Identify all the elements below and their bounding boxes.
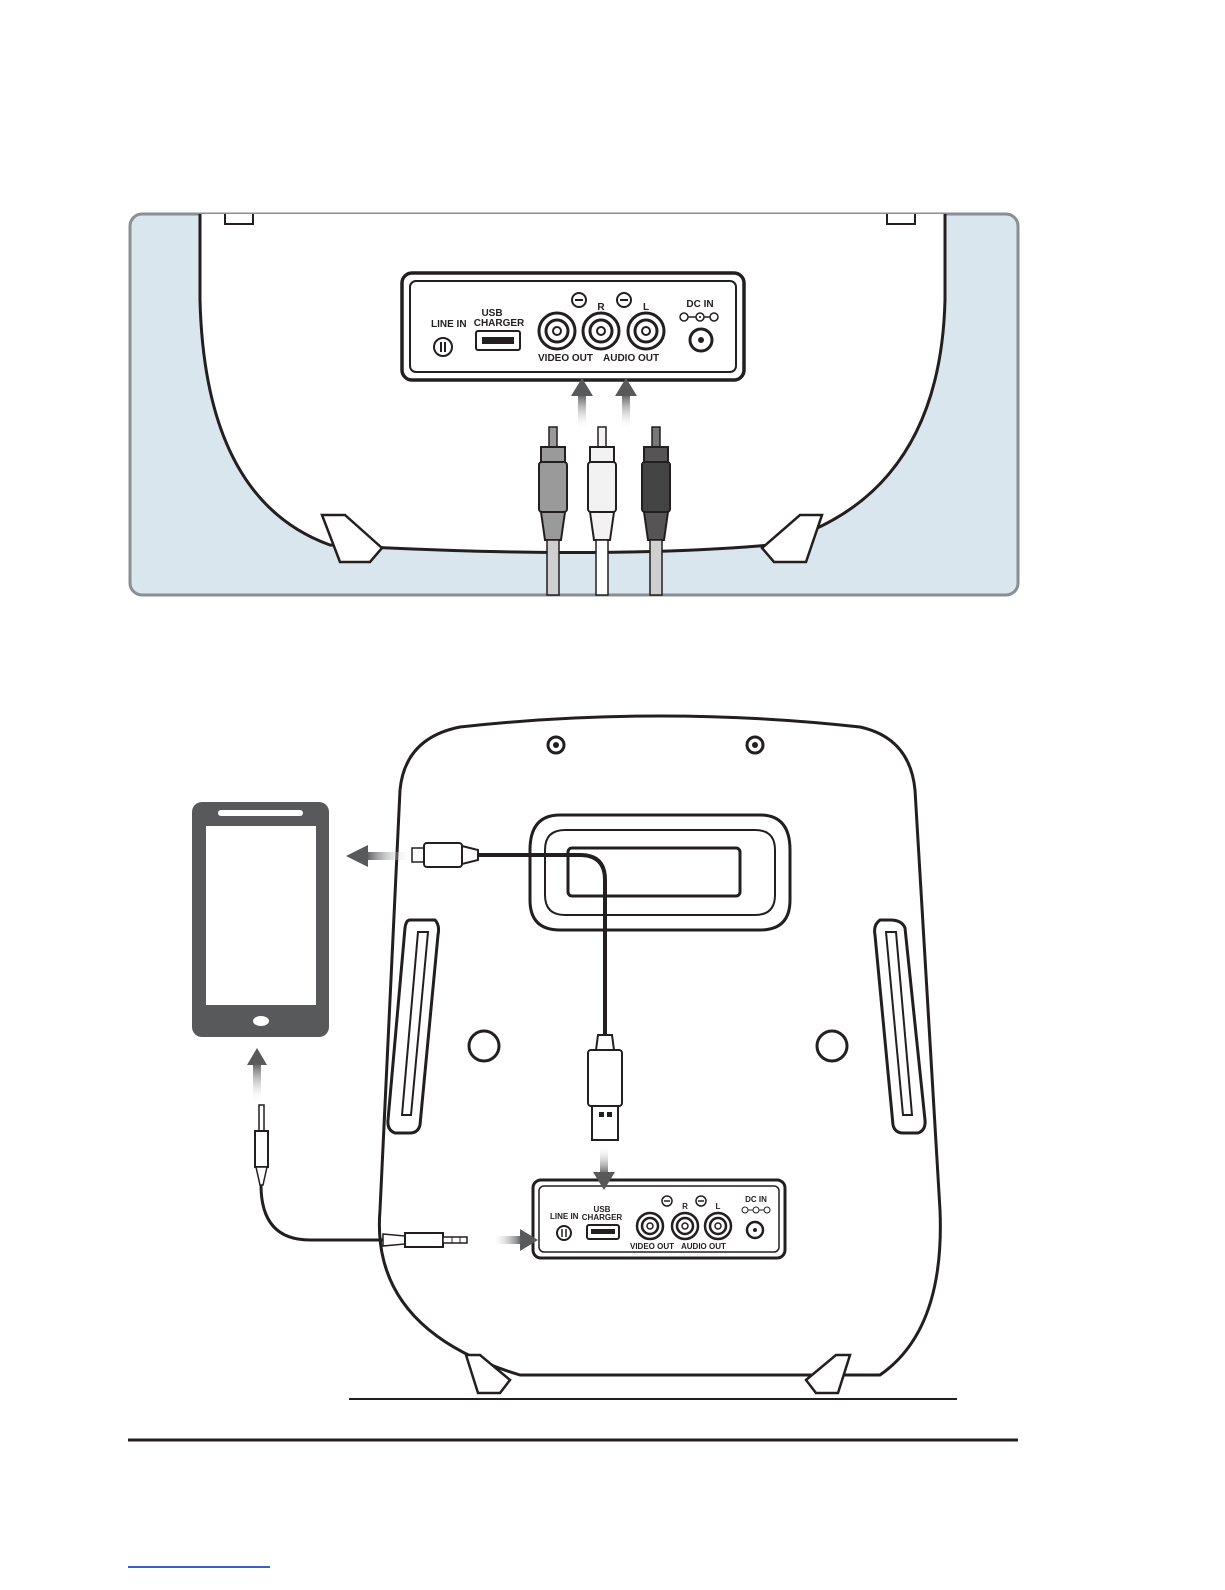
label-dc-in: DC IN bbox=[745, 1195, 767, 1204]
usb-charger-port[interactable] bbox=[476, 331, 520, 350]
dc-in-jack[interactable] bbox=[747, 1222, 763, 1238]
audio-out-l-jack[interactable] bbox=[628, 313, 664, 349]
line-in-jack[interactable] bbox=[557, 1226, 571, 1240]
usb-charger-port[interactable] bbox=[587, 1225, 619, 1239]
screw-icon bbox=[747, 737, 763, 753]
top-diagram: LINE IN USB CHARGER bbox=[130, 200, 1018, 595]
label-r: R bbox=[682, 1202, 688, 1211]
smartphone-icon bbox=[192, 802, 329, 1037]
screw-icon bbox=[548, 737, 564, 753]
label-audio-out: AUDIO OUT bbox=[681, 1242, 726, 1251]
label-charger: CHARGER bbox=[474, 318, 525, 329]
label-dc-in: DC IN bbox=[686, 299, 713, 310]
screw-icon bbox=[617, 293, 631, 307]
label-charger: CHARGER bbox=[582, 1213, 623, 1222]
label-audio-out: AUDIO OUT bbox=[603, 353, 659, 364]
footer-link-underline[interactable] bbox=[128, 1566, 270, 1568]
audio-out-l-jack[interactable] bbox=[705, 1213, 731, 1239]
label-video-out: VIDEO OUT bbox=[630, 1242, 674, 1251]
carry-handle[interactable] bbox=[530, 815, 790, 930]
line-in-jack[interactable] bbox=[434, 338, 452, 356]
audio-out-r-jack[interactable] bbox=[672, 1213, 698, 1239]
label-r: R bbox=[597, 302, 605, 313]
video-out-jack[interactable] bbox=[539, 313, 575, 349]
audio-out-r-jack[interactable] bbox=[583, 313, 619, 349]
label-l: L bbox=[716, 1202, 721, 1211]
video-out-jack[interactable] bbox=[637, 1213, 663, 1239]
dc-in-jack[interactable] bbox=[690, 329, 712, 351]
label-line-in: LINE IN bbox=[550, 1212, 579, 1221]
bottom-diagram: LINE IN USB CHARGER bbox=[192, 716, 957, 1399]
screw-icon bbox=[572, 293, 586, 307]
bass-port-right bbox=[817, 1031, 847, 1061]
usb-a-connector bbox=[588, 1035, 622, 1140]
label-video-out: VIDEO OUT bbox=[538, 353, 593, 364]
label-l: L bbox=[643, 302, 649, 313]
bass-port-left bbox=[469, 1031, 499, 1061]
screw-icon bbox=[662, 1196, 672, 1206]
screw-icon bbox=[696, 1196, 706, 1206]
label-line-in: LINE IN bbox=[431, 319, 467, 330]
